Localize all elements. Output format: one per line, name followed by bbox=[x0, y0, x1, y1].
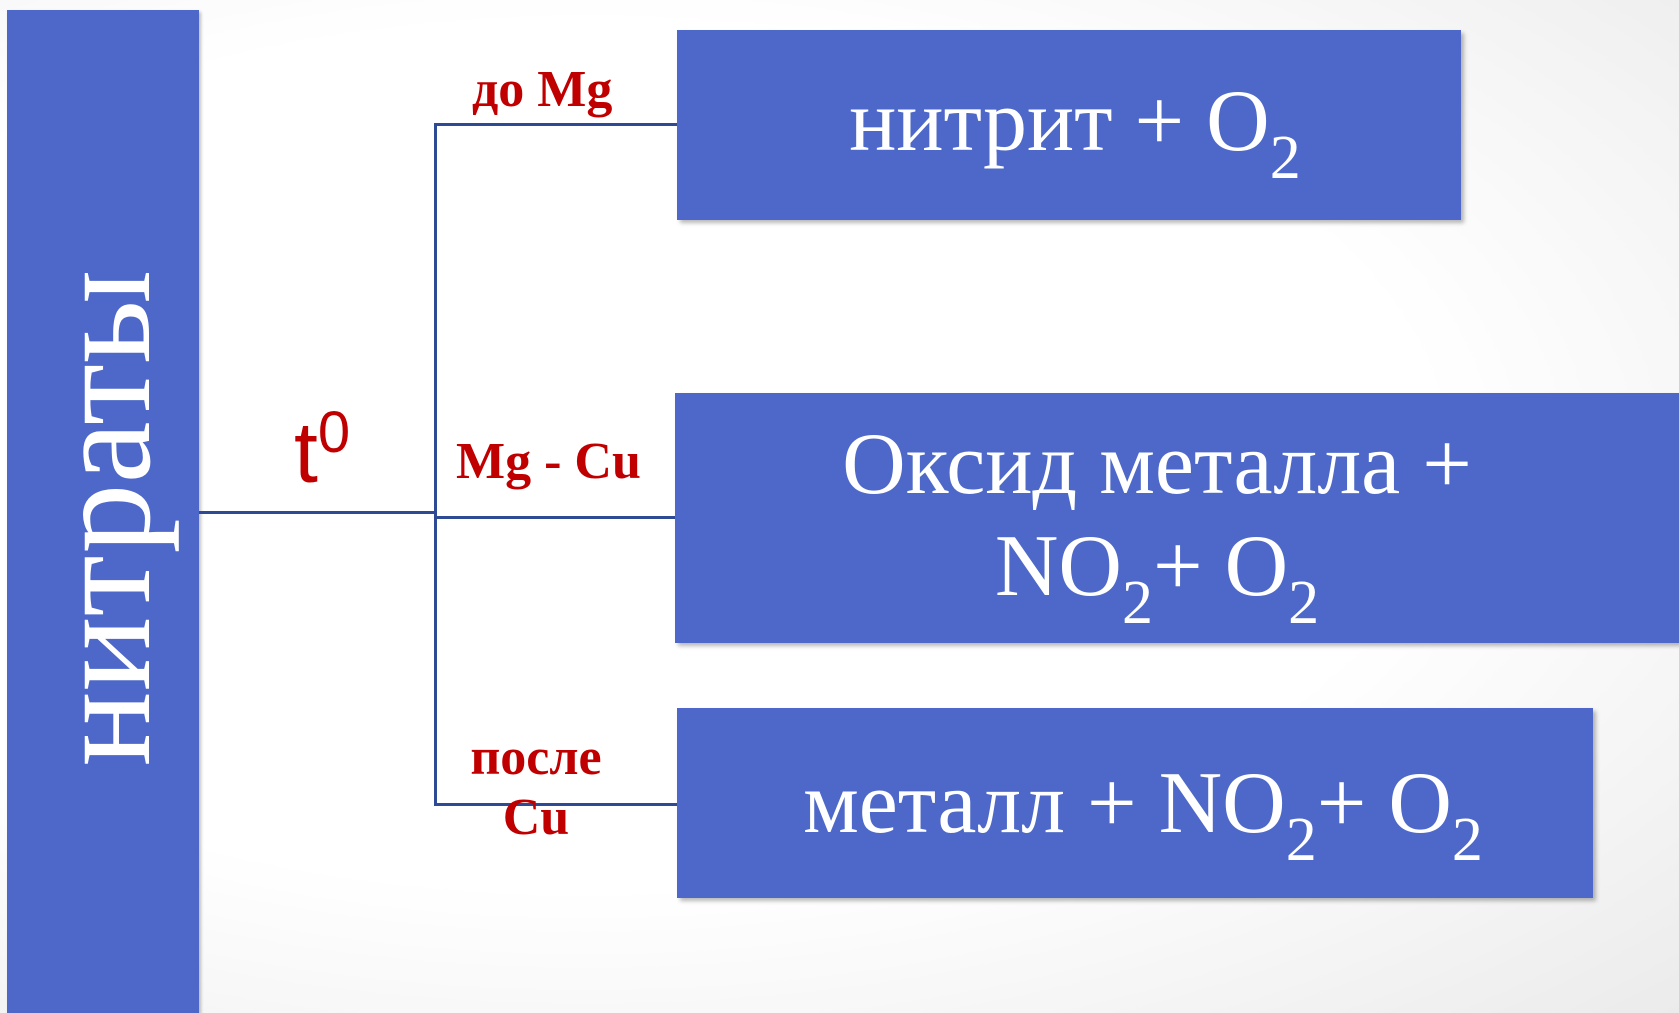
condition-label-middle: Mg - Cu bbox=[456, 436, 641, 488]
branch-line-bottom bbox=[434, 803, 678, 806]
temperature-symbol: t bbox=[294, 405, 318, 501]
nitrates-bar bbox=[7, 10, 199, 1013]
product-box-oxide: Оксид металла + NO2+ O2 bbox=[675, 393, 1679, 643]
product-metal-text: металл + NO bbox=[803, 755, 1286, 852]
condition-middle-text: Mg - Cu bbox=[456, 433, 641, 490]
product-box-metal: металл + NO2+ O2 bbox=[677, 708, 1593, 898]
condition-top-text: до Mg bbox=[472, 61, 613, 118]
product-oxide-no-sub: 2 bbox=[1121, 569, 1153, 637]
product-nitrite-sub: 2 bbox=[1269, 124, 1301, 192]
main-connector bbox=[199, 511, 435, 514]
product-oxide-text-1: Оксид металла + bbox=[842, 416, 1472, 513]
nitrates-label: нитраты bbox=[25, 269, 180, 767]
product-metal-o-sub: 2 bbox=[1451, 806, 1483, 874]
branch-line-middle bbox=[434, 516, 676, 519]
condition-bottom-line-1: после bbox=[470, 729, 602, 786]
product-oxide-line-2: NO2+ O2 bbox=[675, 509, 1679, 635]
product-metal-no-sub: 2 bbox=[1285, 806, 1317, 874]
product-oxide-o-sub: 2 bbox=[1288, 569, 1320, 637]
product-oxide-line-1: Оксид металла + bbox=[675, 393, 1679, 509]
condition-label-top: до Mg bbox=[472, 64, 612, 116]
product-nitrite-line: нитрит + O2 bbox=[677, 30, 1461, 190]
product-oxide-no: NO bbox=[994, 518, 1122, 615]
product-metal-line: металл + NO2+ O2 bbox=[677, 708, 1593, 872]
product-box-nitrite: нитрит + O2 bbox=[677, 30, 1461, 220]
temperature-superscript: 0 bbox=[317, 400, 351, 465]
branch-line-top bbox=[434, 123, 678, 126]
condition-bottom-line-2: Cu bbox=[502, 789, 570, 846]
product-metal-o: + O bbox=[1316, 755, 1452, 852]
product-oxide-o: + O bbox=[1152, 518, 1289, 615]
vertical-connector bbox=[434, 123, 437, 806]
temperature-label: t0 bbox=[294, 404, 350, 497]
product-nitrite-text: нитрит + O bbox=[849, 73, 1270, 170]
condition-label-bottom: после Cu bbox=[456, 728, 616, 848]
